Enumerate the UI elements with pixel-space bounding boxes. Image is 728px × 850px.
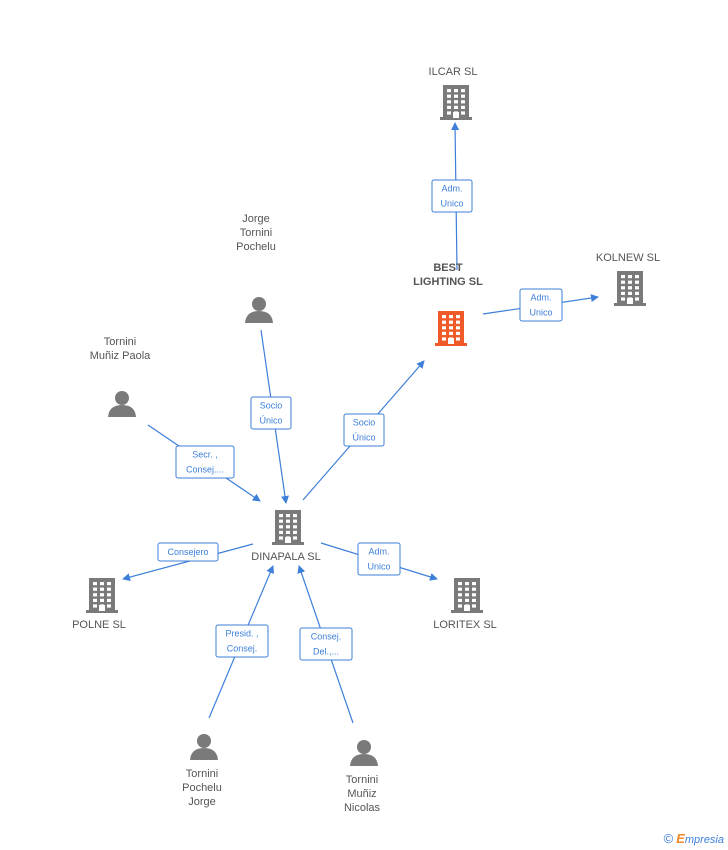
building-icon [272,510,304,545]
edge-tornini_mn-dinapala: Consej. Del.,... [297,565,354,724]
node-label: BEST [433,262,463,274]
relation-label-box [157,542,219,562]
relation-label[interactable]: Consejero [157,542,219,562]
relation-label[interactable]: Consej. Del.,... [299,627,353,661]
relation-label-text: Unico [440,199,463,209]
brand-name: mpresia [684,834,724,846]
node-label: Tornini [186,768,218,780]
node-label: Jorge [188,796,216,808]
node-label: ILCAR SL [429,66,478,78]
company-node-kolnew[interactable]: KOLNEW SL [596,252,660,306]
empresia-watermark[interactable]: ©Empresia [664,831,724,846]
edge-best-kolnew: Adm. Unico [482,288,599,322]
relation-label-box [431,179,473,213]
edge-best-ilcar: Adm. Unico [431,122,473,271]
building-icon [440,85,472,120]
building-icon [614,271,646,306]
relation-label-text: Unico [529,308,552,318]
relation-label-text: Consejero [167,547,208,557]
relation-label-box [299,627,353,661]
relation-label-text: Consej. [227,644,258,654]
building-icon [86,578,118,613]
node-label: Pochelu [236,241,276,253]
relation-label[interactable]: Secr. , Consej.... [175,445,235,479]
node-label: KOLNEW SL [596,252,660,264]
relation-label[interactable]: Adm. Unico [431,179,473,213]
node-label: DINAPALA SL [251,551,321,563]
relation-label-text: Único [259,416,282,426]
node-label: LIGHTING SL [413,276,483,288]
relation-label-text: Unico [367,562,390,572]
relation-label-box [343,413,385,447]
copyright-symbol: © [663,831,674,846]
company-node-polne[interactable]: POLNE SL [72,578,126,631]
relation-label-box [215,624,269,658]
relation-label[interactable]: Presid. , Consej. [215,624,269,658]
node-label: Tornini [240,227,272,239]
edge-dinapala-loritex: Adm. Unico [320,542,438,581]
person-icon [108,391,136,417]
relation-label-text: Adm. [530,293,551,303]
brand-initial: E [676,831,685,846]
building-icon [451,578,483,613]
edge-tornini_pj-dinapala: Presid. , Consej. [208,565,274,719]
node-label: Muñiz Paola [90,350,151,362]
relation-label-box [357,542,401,576]
relation-label-text: Del.,... [313,647,339,657]
relation-label-box [175,445,235,479]
edge-tornini_mp-dinapala: Secr. , Consej.... [147,424,261,502]
company-node-ilcar[interactable]: ILCAR SL [429,66,478,120]
person-icon [350,740,378,766]
person-icon [190,734,218,760]
relation-label-text: Presid. , [225,629,258,639]
relation-label-box [250,396,292,430]
node-label: Tornini [104,336,136,348]
relation-label-text: Socio [353,418,376,428]
node-label: Jorge [242,213,270,225]
node-label: POLNE SL [72,619,126,631]
relation-label[interactable]: Adm. Unico [357,542,401,576]
relation-label-text: Adm. [368,547,389,557]
relation-label-text: Único [352,433,375,443]
relation-label-text: Secr. , [192,450,218,460]
person-icon [245,297,273,323]
relation-label-text: Adm. [441,184,462,194]
relation-label-box [519,288,563,322]
company-node-best[interactable]: BEST LIGHTING SL [413,262,483,346]
company-node-dinapala[interactable]: DINAPALA SL [251,510,321,563]
relation-label[interactable]: Adm. Unico [519,288,563,322]
building-icon [435,311,467,346]
node-label: Tornini [346,774,378,786]
node-label: Pochelu [182,782,222,794]
company-node-loritex[interactable]: LORITEX SL [433,578,497,631]
relation-label-text: Socio [260,401,283,411]
node-label: Muñiz [347,788,376,800]
node-label: Nicolas [344,802,381,814]
relation-label-text: Consej.... [186,465,224,475]
edge-dinapala-polne: Consejero [122,542,254,582]
relation-label-text: Consej. [311,632,342,642]
node-label: LORITEX SL [433,619,497,631]
